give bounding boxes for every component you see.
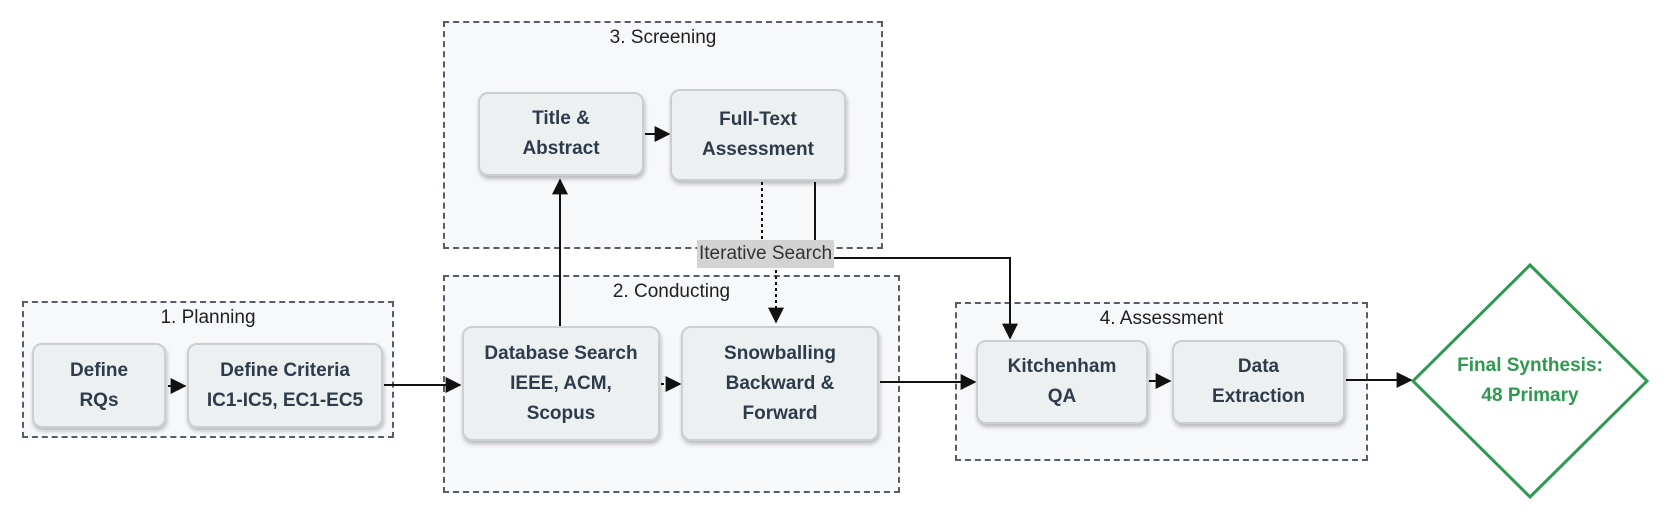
group-title-planning: 1. Planning xyxy=(160,307,256,328)
node-text-line: IEEE, ACM, xyxy=(510,372,612,394)
group-title-screening: 3. Screening xyxy=(609,27,717,48)
node-text-line: QA xyxy=(1047,386,1077,407)
group-title-assessment: 4. Assessment xyxy=(1099,308,1224,329)
edge-fulltext-to-kitchenham xyxy=(814,182,1018,340)
node-text-line: Forward xyxy=(742,402,818,424)
node-text-line: Scopus xyxy=(526,402,596,424)
node-text-line: Backward & xyxy=(725,372,835,394)
node-text-line: Kitchenham xyxy=(1007,356,1117,377)
node-text-line: Define Criteria xyxy=(220,359,350,381)
node-text-line: IC1-IC5, EC1-EC5 xyxy=(206,389,364,411)
node-text-line: Abstract xyxy=(522,138,600,159)
final-synthesis-label: Final Synthesis: 48 Primary xyxy=(1413,336,1647,426)
node-text-line: 48 Primary xyxy=(1481,385,1579,406)
final-synthesis-diamond xyxy=(1410,262,1650,500)
node-text-line: Final Synthesis: xyxy=(1457,355,1603,376)
node-text-line: Snowballing xyxy=(724,342,836,364)
node-text-line: Database Search xyxy=(484,342,638,364)
node-text-line: Assessment xyxy=(702,139,814,160)
group-title-conducting: 2. Conducting xyxy=(612,281,731,302)
edge-label-iterative-search: Iterative Search xyxy=(697,240,835,268)
node-title-abstract: Title & Abstract xyxy=(478,92,644,176)
node-text-line: Data xyxy=(1237,356,1280,377)
node-text-line: Title & xyxy=(532,108,590,129)
node-text-line: Full-Text xyxy=(719,109,797,130)
node-text-line: Define xyxy=(69,359,129,381)
node-text-line: Extraction xyxy=(1212,386,1305,407)
node-text-line: RQs xyxy=(79,389,119,411)
